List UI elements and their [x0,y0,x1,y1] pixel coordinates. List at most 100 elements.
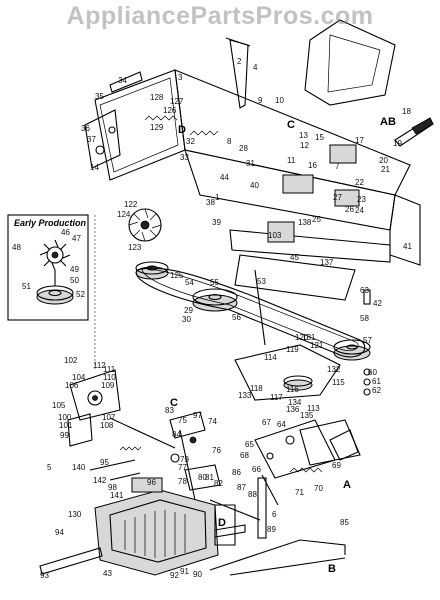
right-linkage-assembly [254,419,361,506]
part-number-58: 58 [360,314,369,323]
part-number-95: 95 [100,458,109,467]
reference-letters: D C A B C D A B [170,116,396,575]
ref-letter-b-top: B [388,116,396,128]
part-number-13: 13 [299,131,308,140]
ref-letter-b-bottom: B [328,563,336,575]
part-number-55: 55 [210,278,219,287]
part-number-21: 21 [381,165,390,174]
part-number-33: 33 [180,153,189,162]
part-number-105: 105 [52,401,66,410]
part-number-36: 36 [81,124,90,133]
part-number-23: 23 [357,195,366,204]
part-number-121: 121 [310,341,324,350]
part-number-115: 115 [332,378,345,387]
part-number-76: 76 [212,446,221,455]
part-number-106: 106 [65,381,79,390]
brake-linkage-assembly [67,215,176,481]
early-production-inset [7,214,89,321]
part-number-37: 37 [87,135,96,144]
part-number-138: 138 [298,218,312,227]
part-number-113: 113 [307,404,320,413]
part-number-140: 140 [72,463,86,472]
part-number-26: 26 [345,205,354,214]
part-number-10: 10 [275,96,284,105]
left-bracket-assembly [84,71,143,169]
part-number-48: 48 [12,243,21,252]
part-number-92: 92 [170,571,179,580]
part-number-53: 53 [257,277,266,286]
part-number-130: 130 [68,510,82,519]
part-number-35: 35 [95,92,104,101]
part-number-79: 79 [180,455,189,464]
part-number-132: 132 [327,365,341,374]
ref-letter-d-top: D [178,124,186,136]
part-number-104: 104 [72,373,86,382]
part-number-87: 87 [237,483,246,492]
part-number-52: 52 [76,290,85,299]
part-number-114: 114 [264,353,277,362]
part-number-108: 108 [100,421,114,430]
part-number-112: 112 [93,361,106,370]
ref-letter-a-top: A [380,116,388,128]
part-number-5: 5 [47,463,52,472]
part-number-118: 118 [250,384,263,393]
center-lever-assembly [169,411,236,546]
part-number-135: 135 [300,411,314,420]
part-number-19: 19 [393,139,402,148]
part-number-136: 136 [286,405,300,414]
part-number-119: 119 [286,345,299,354]
part-number-82: 82 [214,479,223,488]
part-number-100: 100 [58,413,72,422]
watermark: AppliancePartsPros.com [66,2,374,30]
ref-letter-d-bottom: D [218,517,226,529]
part-number-101: 101 [59,421,73,430]
part-number-22: 22 [355,178,364,187]
part-number-142: 142 [93,476,107,485]
part-number-2: 2 [237,57,242,66]
part-number-27: 27 [333,193,342,202]
part-number-20: 20 [379,156,388,165]
part-number-84: 84 [172,430,181,439]
part-number-44: 44 [220,173,229,182]
part-number-41: 41 [403,242,412,251]
part-number-4: 4 [253,63,258,72]
part-number-14: 14 [90,163,99,172]
part-number-74: 74 [208,417,217,426]
part-number-110: 110 [103,373,116,382]
part-number-78: 78 [178,477,187,486]
part-number-17: 17 [355,136,364,145]
part-number-60: 60 [368,368,377,377]
part-number-117: 117 [270,393,283,402]
part-number-120: 120 [295,333,309,342]
part-number-25: 25 [312,215,321,224]
ref-letter-a-bottom: A [343,479,351,491]
part-number-98: 98 [108,483,117,492]
part-number-31: 31 [246,159,255,168]
part-number-39: 39 [212,218,221,227]
part-number-125: 125 [170,271,184,280]
part-number-15: 15 [315,133,324,142]
part-number-123: 123 [128,243,142,252]
part-number-69: 69 [332,461,341,470]
part-number-81: 81 [205,473,214,482]
part-number-6: 6 [272,510,277,519]
part-number-43: 43 [103,569,112,578]
part-number-127: 127 [170,97,184,106]
part-number-66: 66 [252,465,261,474]
part-number-32: 32 [186,137,195,146]
part-number-77: 77 [178,463,187,472]
part-number-65: 65 [245,440,254,449]
part-number-97: 97 [193,411,202,420]
part-number-61: 61 [372,377,381,386]
part-number-131: 131 [302,333,316,342]
part-number-28: 28 [239,144,248,153]
part-number-50: 50 [70,276,79,285]
part-number-129: 129 [150,123,164,132]
part-number-124: 124 [117,210,131,219]
part-number-102: 102 [64,356,78,365]
chassis-frame [94,19,434,301]
part-number-83: 83 [165,406,174,415]
part-number-133: 133 [238,391,252,400]
part-number-49: 49 [70,265,79,274]
